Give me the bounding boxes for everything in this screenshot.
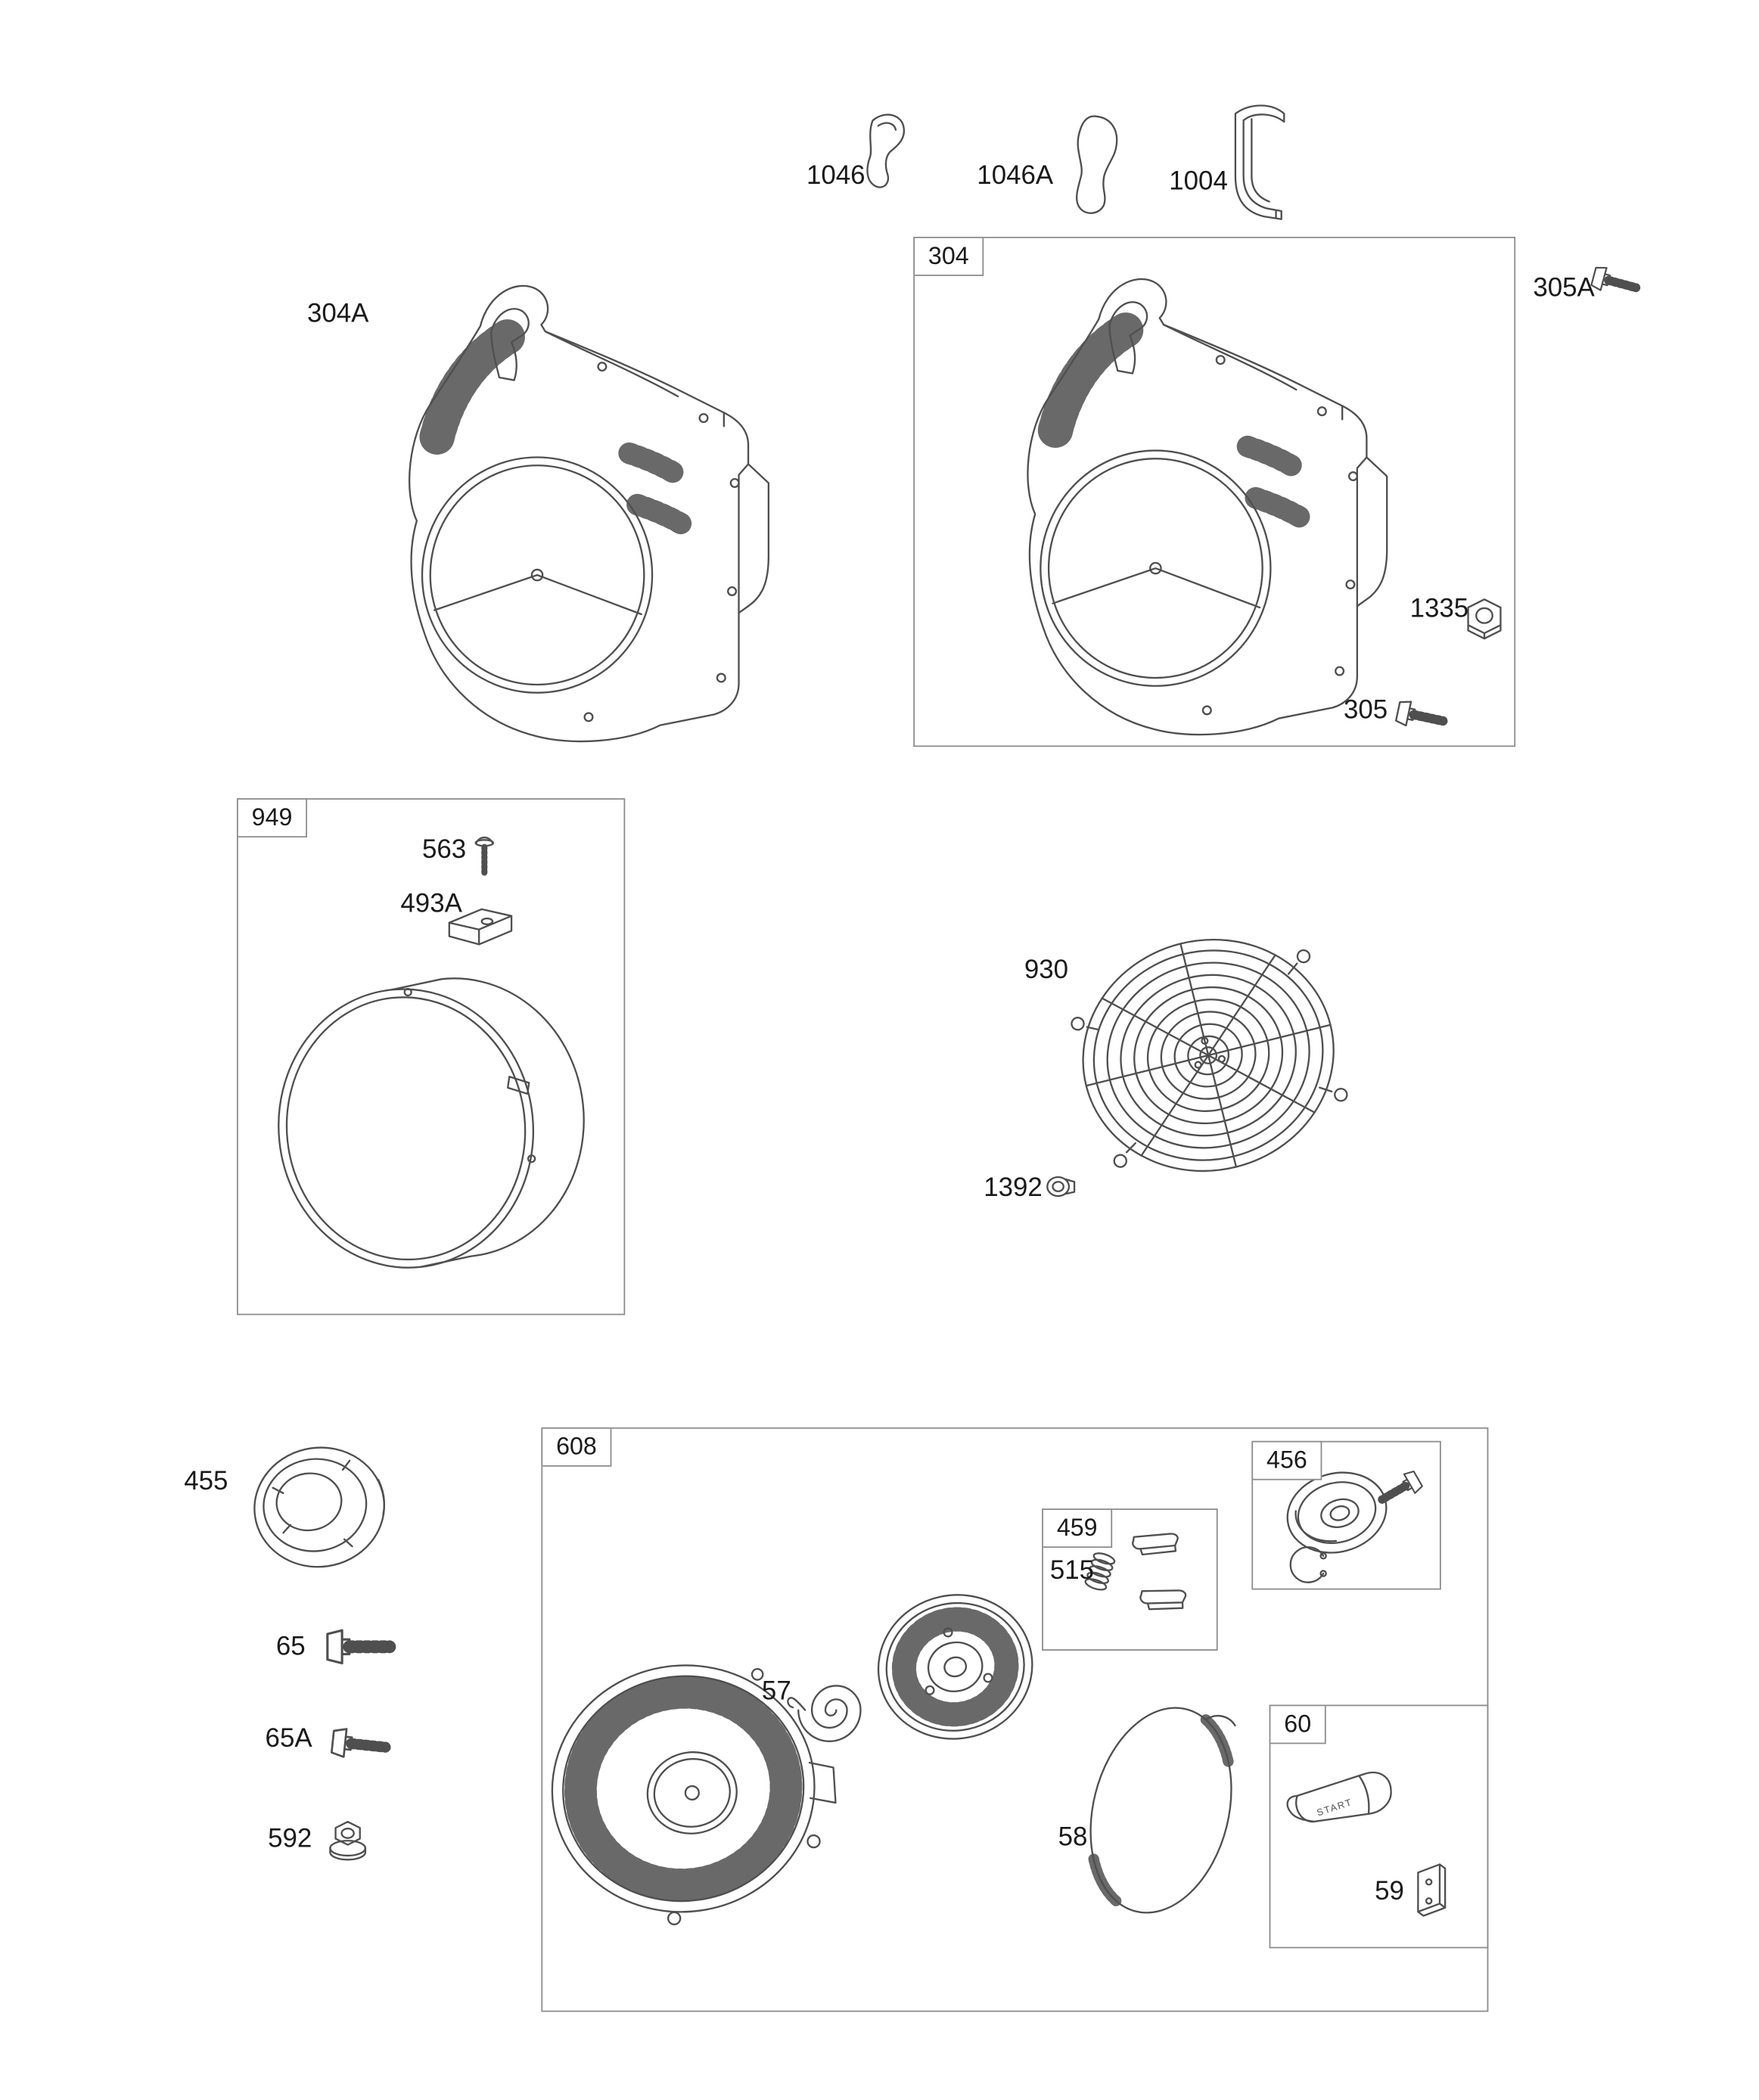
part-label-58: 58 — [1058, 1822, 1088, 1853]
part-label-515: 515 — [1049, 1555, 1095, 1586]
part-label-930: 930 — [1024, 955, 1069, 986]
starter-housing — [551, 1664, 837, 1926]
starter-pulley — [877, 1594, 1033, 1740]
part-label-65A: 65A — [265, 1723, 312, 1754]
part-label-592: 592 — [268, 1823, 312, 1854]
part-label-65: 65 — [275, 1631, 306, 1662]
part-label-1335: 1335 — [1409, 594, 1469, 624]
part-label-59: 59 — [1375, 1876, 1404, 1906]
group-box-608-label: 608 — [541, 1427, 612, 1467]
group-box-949: 949 — [236, 798, 626, 1316]
part-label-1046: 1046 — [806, 160, 866, 191]
part-label-57: 57 — [761, 1676, 791, 1707]
part-label-304A: 304A — [306, 299, 369, 329]
group-box-456-label: 456 — [1251, 1440, 1322, 1480]
screw-563 — [474, 836, 495, 878]
bolt-65A — [331, 1728, 387, 1761]
group-box-456: 456 — [1251, 1440, 1441, 1590]
retaining-ring — [1289, 1546, 1327, 1583]
bushing-1392 — [1046, 1176, 1076, 1198]
flange-nut-592 — [329, 1821, 367, 1861]
baffle-part-1046 — [866, 113, 905, 188]
cover-drum-949 — [278, 977, 585, 1269]
bolt-65 — [328, 1630, 390, 1663]
rope-guide-59 — [1417, 1863, 1447, 1917]
cup-455 — [253, 1446, 385, 1568]
fan-guard-930 — [1071, 938, 1348, 1173]
starter-rope-spring-58 — [1088, 1707, 1236, 1914]
part-label-1046A: 1046A — [977, 160, 1054, 191]
group-box-304: 304 — [913, 236, 1516, 747]
group-box-60-label: 60 — [1269, 1704, 1326, 1744]
part-label-305: 305 — [1343, 695, 1388, 725]
pad-part-1046A — [1076, 115, 1118, 214]
screw-305A — [1591, 266, 1639, 299]
part-label-493A: 493A — [400, 889, 462, 919]
group-box-459-label: 459 — [1042, 1508, 1113, 1549]
group-box-459: 459 — [1042, 1508, 1218, 1651]
nut-1335 — [1467, 598, 1502, 640]
part-label-563: 563 — [422, 834, 467, 865]
group-box-304-label: 304 — [913, 236, 984, 276]
blower-housing-304A — [409, 286, 769, 741]
part-label-455: 455 — [184, 1466, 228, 1497]
part-label-1004: 1004 — [1169, 166, 1228, 197]
bracket-493A — [448, 908, 513, 946]
group-box-949-label: 949 — [236, 798, 308, 838]
part-label-305A: 305A — [1533, 273, 1595, 303]
part-label-1392: 1392 — [984, 1173, 1043, 1203]
recoil-spring-57 — [787, 1685, 862, 1742]
pawl-spring-515 — [1084, 1552, 1116, 1591]
air-guide-part-1004 — [1234, 104, 1285, 220]
group-box-60: 60 — [1269, 1704, 1489, 1949]
